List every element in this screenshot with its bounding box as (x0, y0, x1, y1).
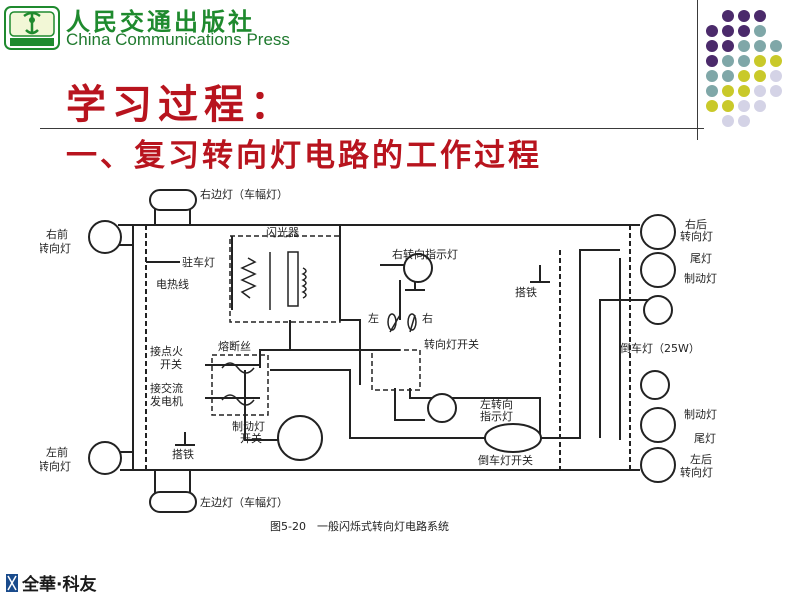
label-right-indicator: 右转向指示灯 (392, 247, 458, 261)
label-left-mark: 左 (368, 312, 379, 325)
decor-dot (738, 25, 750, 37)
flasher-unit (229, 235, 341, 323)
corner-divider-line (697, 0, 698, 140)
decor-dot (770, 70, 782, 82)
label-reverse-switch: 倒车灯开关 (478, 453, 533, 467)
label-fuse: 熔断丝 (218, 339, 251, 353)
label-parking-lamp: 驻车灯 (182, 255, 215, 269)
label-ignition-1: 接点火 (150, 345, 183, 358)
label-right-rear-2: 转向灯 (680, 229, 713, 243)
label-alternator-1: 接交流 (150, 381, 183, 395)
label-ignition-2: 开关 (160, 357, 182, 371)
decor-dot (738, 55, 750, 67)
turn-signal-circuit-diagram: 右边灯（车幅灯） 左边灯（车幅灯） 右前 转向灯 左前 转向灯 驻车灯 闪光器 … (40, 187, 717, 533)
decor-dot (722, 25, 734, 37)
fuse-block (211, 354, 269, 416)
decor-dot (706, 85, 718, 97)
turn-switch-unit (371, 313, 421, 391)
label-left-indicator-2: 指示灯 (480, 409, 513, 423)
decor-dot (770, 85, 782, 97)
label-tail-lower: 尾灯 (694, 432, 716, 445)
label-right-side-lamp: 右边灯（车幅灯） (200, 187, 288, 201)
diagram-labels: 右边灯（车幅灯） 左边灯（车幅灯） 右前 转向灯 左前 转向灯 驻车灯 闪光器 … (40, 187, 717, 509)
slide-subtitle: 一、复习转向灯电路的工作过程 (66, 138, 542, 174)
circuit-wires (118, 200, 660, 500)
decor-dot (770, 40, 782, 52)
brand-logo-icon: 全華·科友 (6, 574, 96, 595)
decor-dot (706, 100, 718, 112)
brand-text: 全華·科友 (21, 574, 96, 595)
label-right-front-1: 右前 (46, 227, 68, 241)
label-left-front-2: 转向灯 (40, 459, 71, 473)
label-right-mark: 右 (422, 311, 433, 325)
label-alternator-2: 发电机 (150, 394, 183, 408)
decor-dot (706, 55, 718, 67)
decor-dot (722, 10, 734, 22)
decor-dot (722, 40, 734, 52)
circuit-lamps (88, 189, 676, 513)
decor-dot (722, 55, 734, 67)
decor-dot (754, 70, 766, 82)
label-right-front-2: 转向灯 (40, 241, 71, 255)
decor-dot (722, 100, 734, 112)
label-brake-lower: 制动灯 (684, 408, 717, 421)
decor-dot (722, 70, 734, 82)
decor-dot (722, 115, 734, 127)
publisher-name-en: China Communications Press (66, 30, 290, 49)
decor-dot (738, 40, 750, 52)
decor-dot (706, 70, 718, 82)
label-flasher: 闪光器 (266, 225, 299, 239)
decor-dot (754, 10, 766, 22)
decorative-dot-grid (706, 10, 782, 127)
title-divider-line (40, 128, 704, 129)
label-left-front-1: 左前 (46, 445, 68, 459)
decor-dot (706, 25, 718, 37)
diagram-caption: 图5-20 一般闪烁式转向灯电路系统 (270, 519, 449, 533)
label-right-rear-1: 右后 (685, 217, 707, 231)
decor-dot (738, 85, 750, 97)
label-ground-right: 搭铁 (515, 286, 537, 299)
label-turn-switch: 转向灯开关 (424, 337, 479, 351)
decor-dot (770, 55, 782, 67)
label-brake-upper: 制动灯 (684, 272, 717, 285)
decor-dot (738, 100, 750, 112)
decor-dot (722, 85, 734, 97)
label-heater-wire: 电热线 (156, 277, 189, 291)
decor-dot (754, 25, 766, 37)
decor-dot (754, 100, 766, 112)
decor-dot (754, 40, 766, 52)
label-brake-switch-2: 开关 (240, 431, 262, 445)
label-left-rear-2: 转向灯 (680, 465, 713, 479)
slide-title: 学习过程： (66, 81, 296, 128)
label-ground-left: 搭铁 (172, 448, 194, 461)
label-left-side-lamp: 左边灯（车幅灯） (200, 495, 288, 509)
decor-dot (706, 40, 718, 52)
label-reverse-lamp: 倒车灯（25W） (620, 341, 700, 355)
label-tail-upper: 尾灯 (690, 252, 712, 265)
label-left-rear-1: 左后 (690, 453, 712, 466)
decor-dot (738, 70, 750, 82)
label-left-indicator-1: 左转向 (480, 397, 513, 411)
label-brake-switch-1: 制动灯 (232, 420, 265, 433)
decor-dot (754, 85, 766, 97)
decor-dot (738, 10, 750, 22)
publisher-emblem-icon (4, 6, 60, 50)
publisher-name-cn: 人民交通出版社 (66, 7, 255, 36)
decor-dot (754, 55, 766, 67)
decor-dot (738, 115, 750, 127)
